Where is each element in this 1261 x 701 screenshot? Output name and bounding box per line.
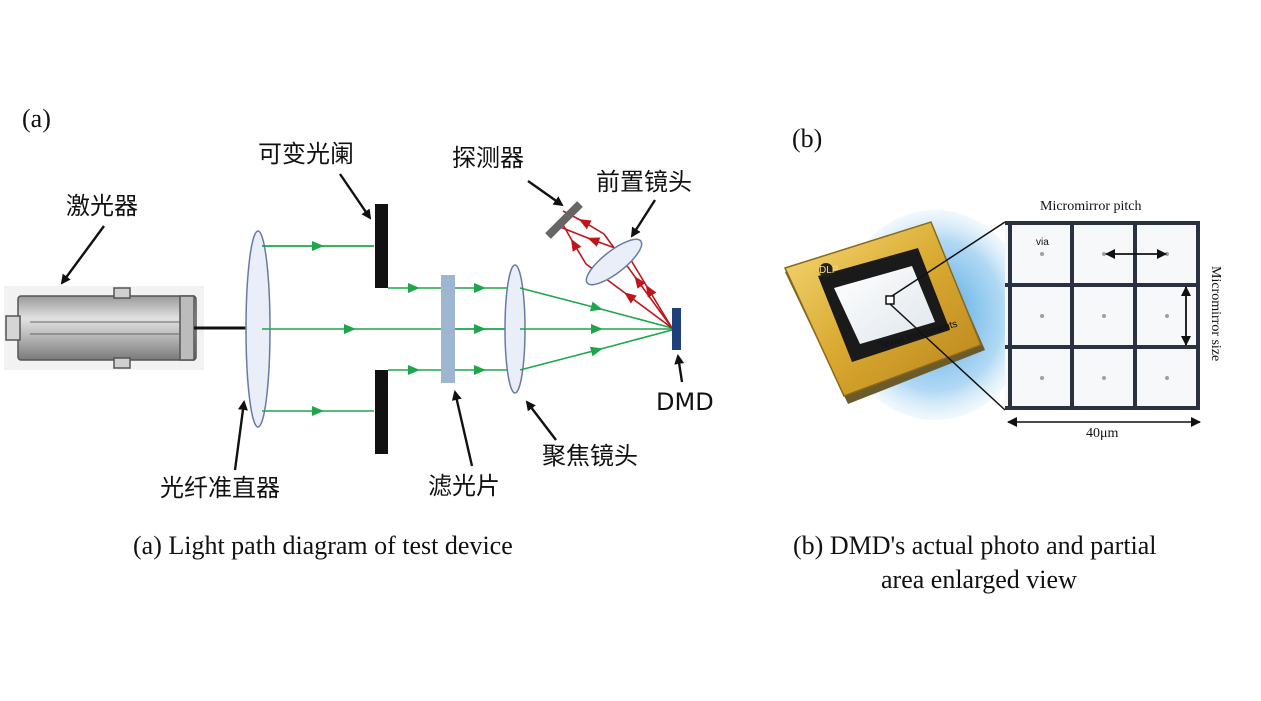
via-label: via [1036,237,1049,248]
iris-label: 可变光阑 [258,140,354,168]
label-pointers [60,173,685,471]
front-lens [585,238,643,286]
dmd-chip-photo [783,221,985,404]
iris-upper-blade [375,204,388,288]
filtered-beams [388,283,510,375]
chip-brand-text: DLP [819,265,839,276]
detector-label: 探测器 [452,144,524,172]
filter [441,275,455,383]
filter-label: 滤光片 [428,472,500,500]
iris-lower-blade [375,370,388,454]
dmd-element [672,308,681,350]
zoom-marker [885,295,895,305]
zoom-line-bottom [889,303,1006,411]
front-lens-label: 前置镜头 [596,168,692,196]
zoom-line-top [891,221,1006,297]
pitch-label: Micromirror pitch [1040,199,1142,214]
detector [545,201,583,239]
caption-b-line2: area enlarged view [881,565,1077,594]
focus-lens-label: 聚焦镜头 [542,442,638,470]
panel-a-label: (a) [22,104,51,133]
size-label: Micromirror size [1208,266,1223,362]
dlp-logo [819,263,833,277]
converging-beams [519,287,673,371]
caption-a: (a) Light path diagram of test device [133,531,513,560]
panel-b-label: (b) [792,124,823,153]
collimator-label: 光纤准直器 [160,474,280,502]
dmd-label: DMD [656,388,714,416]
caption-b-line1: (b) DMD's actual photo and partial [793,531,1157,560]
micromirror-grid [1005,221,1200,410]
laser-body [4,286,204,370]
width-label: 40μm [1086,426,1119,441]
laser-label: 激光器 [66,192,138,220]
